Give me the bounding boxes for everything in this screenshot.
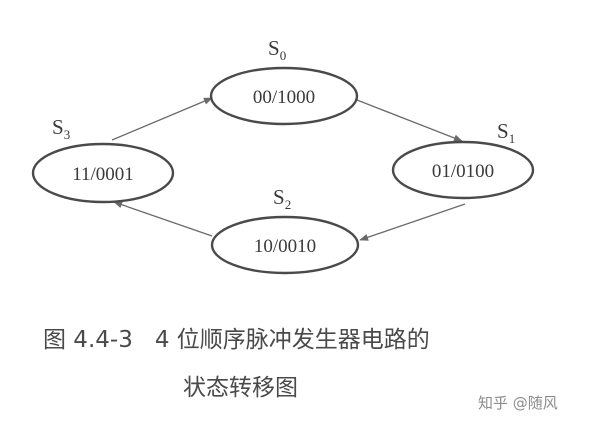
state-s3-subscript: 3 [64,127,71,142]
state-s0-ellipse [209,66,359,126]
state-s3-name: S [52,115,64,139]
figure-caption-title: 4 位顺序脉冲发生器电路的 [154,327,430,353]
state-s2-code: 10/0010 [254,236,316,257]
state-s1-code: 01/0100 [432,161,494,182]
figure-caption-line-2: 状态转移图 [183,375,298,401]
transition-s2-to-s3 [113,201,213,237]
state-s0-name: S [268,36,280,60]
state-s1-subscript: 1 [509,131,516,146]
state-s2: 10/0010 S2 [210,185,360,275]
state-s0-label: S0 [268,36,286,63]
transition-s0-to-s1 [356,99,463,142]
state-s3-label: S3 [52,115,70,142]
state-s0-subscript: 0 [280,48,287,63]
figure-number: 图 4.4-3 [43,327,133,353]
state-s3: 11/0001 S3 [31,115,175,204]
state-s1-name: S [497,119,509,143]
state-s0-code: 00/1000 [253,87,315,108]
transition-s1-to-s2 [359,203,466,241]
state-s1-ellipse [391,140,535,200]
state-s1-label: S1 [497,119,515,146]
figure-caption-line-1: 图 4.4-3 4 位顺序脉冲发生器电路的 [43,320,430,354]
transition-s3-to-s0 [111,97,213,141]
state-s3-ellipse [31,142,175,204]
watermark: 知乎 @随风 [478,394,558,412]
state-s3-code: 11/0001 [72,164,134,185]
state-s0: 00/1000 S0 [209,36,359,126]
state-s2-name: S [273,185,285,209]
state-s2-ellipse [210,215,360,275]
state-s1: 01/0100 S1 [391,119,535,200]
state-s2-label: S2 [273,185,291,212]
state-s2-subscript: 2 [285,197,292,212]
